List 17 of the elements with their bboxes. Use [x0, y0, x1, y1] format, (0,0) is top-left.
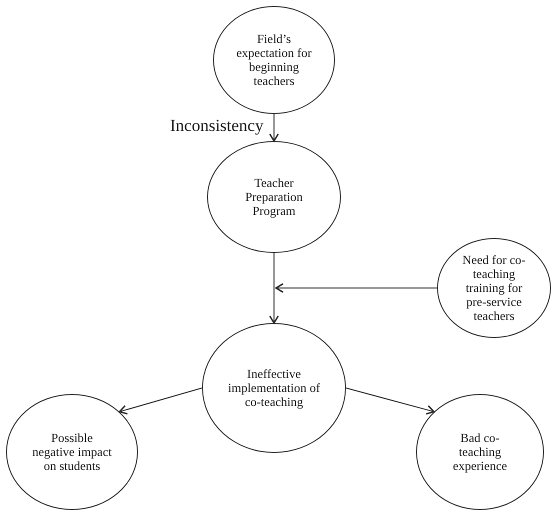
ellipse-node: [213, 6, 335, 114]
ellipse-node: [6, 394, 138, 510]
ellipse-node: [416, 394, 544, 510]
ellipse-node: [202, 323, 346, 453]
ellipse-node: [207, 141, 341, 253]
node-label: Need for co-teaching training for pre-service teachers: [462, 253, 526, 323]
node-label: Ineffective implementation of co-teaching: [227, 367, 321, 409]
ellipse-node: [437, 238, 551, 338]
arrow: [346, 388, 435, 415]
arrow: [275, 283, 438, 293]
node-label: Teacher Preparation Program: [244, 176, 304, 218]
node-label: Bad co-teaching experience: [452, 431, 508, 473]
node-label: Field’s expectation for beginning teachers: [235, 32, 313, 88]
node-label: Possible negative impact on students: [31, 431, 113, 473]
arrow: [269, 252, 279, 324]
arrow: [269, 114, 279, 142]
arrow: [118, 388, 202, 415]
